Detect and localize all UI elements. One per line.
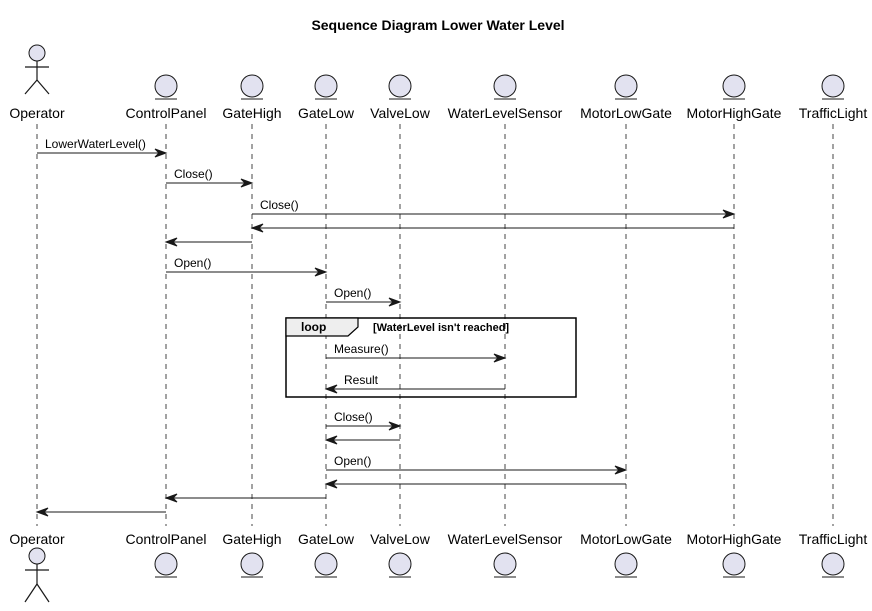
participant-label: GateHigh: [222, 105, 281, 121]
entity-icon: [388, 74, 412, 100]
participant-valvelow-bottom: ValveLow: [370, 531, 431, 578]
actor-icon: [24, 44, 50, 95]
entity-icon: [722, 552, 746, 578]
participant-motorhighgate-top: MotorHighGate: [687, 74, 782, 121]
entity-icon: [821, 74, 845, 100]
entity-icon: [240, 74, 264, 100]
participant-label: ValveLow: [370, 531, 431, 547]
participant-trafficlight-top: TrafficLight: [799, 74, 868, 121]
participants-bottom: Operator ControlPanel GateHigh GateLow Valve…: [9, 531, 868, 603]
message-label: Close(): [334, 410, 373, 424]
participant-label: GateLow: [298, 531, 355, 547]
message-arrow: Result: [324, 373, 505, 394]
participant-motorhighgate-bottom: MotorHighGate: [687, 531, 782, 578]
participant-label: Operator: [9, 531, 65, 547]
participant-motorlowgate-bottom: MotorLowGate: [580, 531, 672, 578]
participant-gatelow-bottom: GateLow: [298, 531, 355, 578]
message-label: LowerWaterLevel(): [45, 137, 146, 151]
participant-label: GateLow: [298, 105, 355, 121]
actor-icon: [24, 547, 50, 603]
message-label: Close(): [174, 167, 213, 181]
participant-label: MotorHighGate: [687, 105, 782, 121]
message-arrow: [164, 237, 252, 247]
entity-icon: [388, 552, 412, 578]
message-arrow: Open(): [326, 454, 628, 475]
participant-valvelow-top: ValveLow: [370, 74, 431, 121]
participant-operator-top: Operator: [9, 44, 65, 121]
participant-gatelow-top: GateLow: [298, 74, 355, 121]
message-label: Result: [344, 373, 379, 387]
participant-label: TrafficLight: [799, 105, 868, 121]
message-arrow: [35, 507, 166, 517]
loop-frame-border: [285, 317, 577, 398]
participant-label: WaterLevelSensor: [448, 531, 563, 547]
participant-waterlevelsensor-bottom: WaterLevelSensor: [448, 531, 563, 578]
message-arrow: Measure(): [326, 342, 507, 363]
participant-trafficlight-bottom: TrafficLight: [799, 531, 868, 578]
loop-header-tab: [285, 317, 359, 337]
participant-gatehigh-top: GateHigh: [222, 74, 282, 121]
participant-operator-bottom: Operator: [9, 531, 65, 603]
participant-label: ControlPanel: [126, 531, 207, 547]
participants-top: Operator ControlPanel GateHigh GateLow Valve…: [9, 44, 868, 121]
loop-fragment: loop [WaterLevel isn't reached]: [285, 317, 577, 398]
message-label: Open(): [174, 256, 211, 270]
message-arrow: [164, 493, 326, 503]
message-arrow: Close(): [326, 410, 402, 431]
message-label: Close(): [260, 198, 299, 212]
participant-controlpanel-bottom: ControlPanel: [126, 531, 207, 578]
loop-guard: [WaterLevel isn't reached]: [373, 322, 509, 334]
participant-label: WaterLevelSensor: [448, 105, 563, 121]
loop-keyword: loop: [301, 320, 326, 334]
messages: LowerWaterLevel() Close() Close() Open() Ope…: [35, 137, 736, 517]
participant-motorlowgate-top: MotorLowGate: [580, 74, 672, 121]
message-arrow: LowerWaterLevel(): [37, 137, 168, 158]
entity-icon: [314, 74, 338, 100]
participant-label: ValveLow: [370, 105, 431, 121]
message-arrow: [250, 223, 734, 233]
entity-icon: [154, 74, 178, 100]
message-label: Open(): [334, 286, 371, 300]
message-arrow: Open(): [326, 286, 402, 307]
participant-gatehigh-bottom: GateHigh: [222, 531, 282, 578]
message-arrow: [324, 479, 626, 489]
participant-waterlevelsensor-top: WaterLevelSensor: [448, 74, 563, 121]
entity-icon: [154, 552, 178, 578]
participant-label: Operator: [9, 105, 65, 121]
entity-icon: [314, 552, 338, 578]
participant-label: TrafficLight: [799, 531, 868, 547]
entity-icon: [722, 74, 746, 100]
message-arrow: [324, 435, 400, 445]
participant-label: MotorLowGate: [580, 105, 672, 121]
message-arrow: Close(): [166, 167, 254, 188]
participant-label: MotorHighGate: [687, 531, 782, 547]
entity-icon: [614, 74, 638, 100]
entity-icon: [493, 74, 517, 100]
diagram-title: Sequence Diagram Lower Water Level: [311, 17, 564, 33]
entity-icon: [240, 552, 264, 578]
participant-label: ControlPanel: [126, 105, 207, 121]
entity-icon: [821, 552, 845, 578]
participant-controlpanel-top: ControlPanel: [126, 74, 207, 121]
participant-label: GateHigh: [222, 531, 281, 547]
message-label: Measure(): [334, 342, 389, 356]
participant-label: MotorLowGate: [580, 531, 672, 547]
message-label: Open(): [334, 454, 371, 468]
entity-icon: [493, 552, 517, 578]
message-arrow: Open(): [166, 256, 328, 277]
message-arrow: Close(): [252, 198, 736, 219]
entity-icon: [614, 552, 638, 578]
